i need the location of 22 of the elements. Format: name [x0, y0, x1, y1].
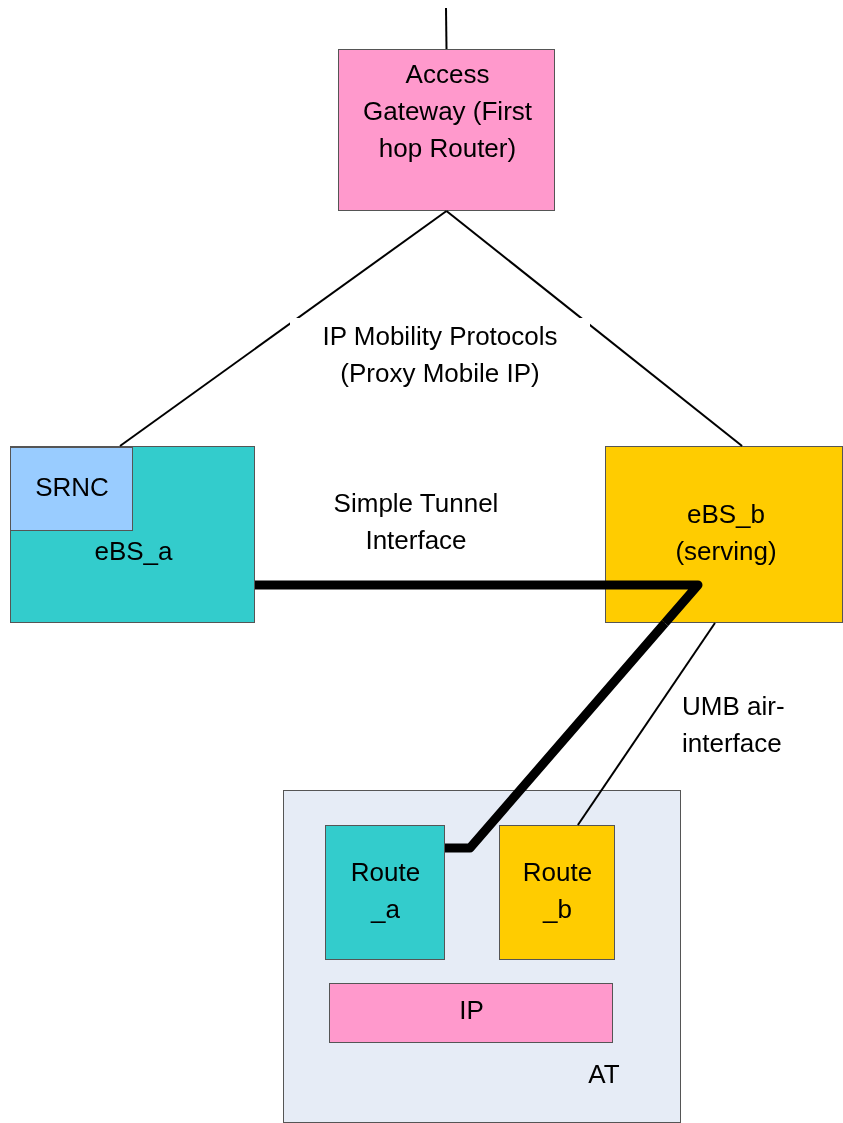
route-box [498, 824, 615, 960]
connector-line [119, 210, 448, 447]
connector-line [255, 580, 703, 626]
protocol-box [328, 982, 613, 1043]
base-station-box [10, 446, 255, 623]
connector-line [445, 7, 448, 50]
base-station-box [605, 446, 843, 623]
node-label: Access Gateway (First hop Router) [362, 57, 533, 165]
node-label: Route _b [521, 856, 594, 926]
node-label: Route _a [349, 856, 422, 926]
connector-line [576, 622, 716, 826]
connector-line [445, 620, 669, 853]
route-box [324, 824, 445, 960]
node-label: eBS_a [93, 534, 174, 568]
node-label: IP [458, 994, 485, 1027]
node-label: eBS_b (serving) [674, 497, 778, 568]
node-label: AT [587, 1057, 621, 1091]
node-label: SRNC [34, 471, 110, 504]
terminal-box [283, 790, 681, 1123]
controller-box [9, 446, 133, 531]
connector-line [445, 210, 744, 447]
gateway-box [338, 49, 555, 211]
